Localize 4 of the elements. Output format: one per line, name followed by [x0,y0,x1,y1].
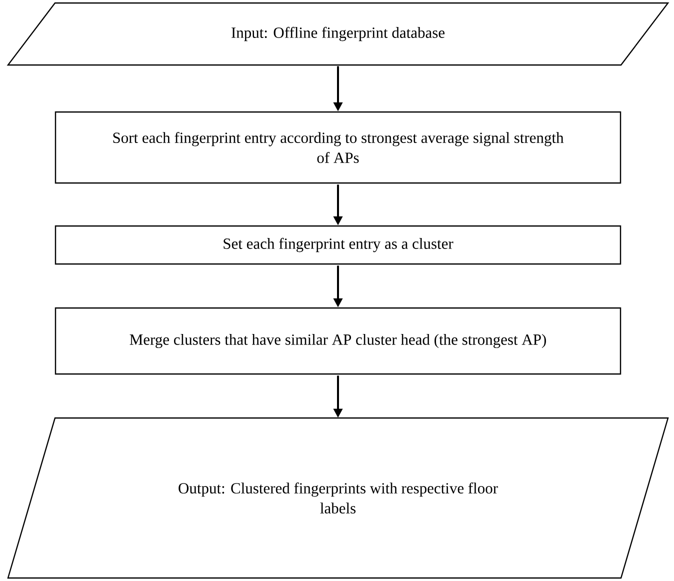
process-box: Set each fingerprint entry as a cluster [54,225,622,265]
input-output-parallelogram: Output: Clustered fingerprints with respective floor labels [7,417,669,579]
process-box: Merge clusters that have similar AP cluster head (the strongest AP) [54,307,622,375]
process-box: Sort each fingerprint entry according to strongest average signal strength of APs [54,111,622,184]
